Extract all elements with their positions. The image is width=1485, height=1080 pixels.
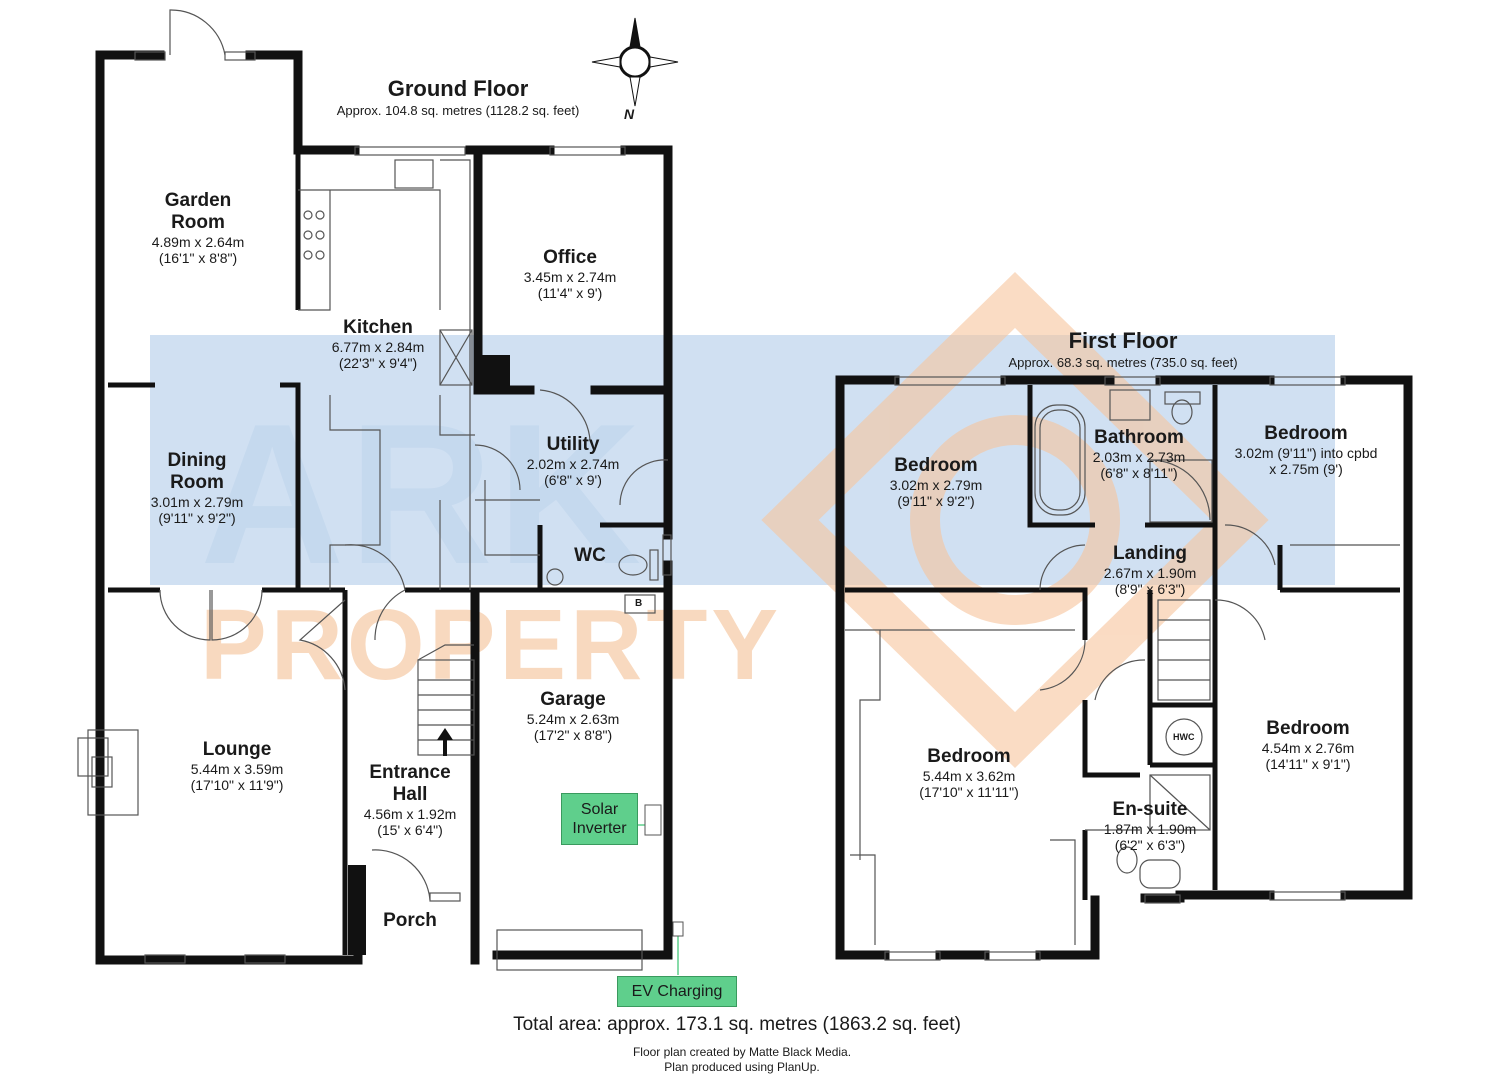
room-name: En-suite bbox=[1112, 799, 1188, 820]
room-imperial: (22'3" x 9'4") bbox=[338, 354, 418, 371]
room-imperial: (9'11" x 9'2") bbox=[897, 492, 975, 509]
ev-charging-tag: EV Charging bbox=[617, 976, 737, 1007]
room-metric: 5.44m x 3.62m bbox=[922, 767, 1016, 784]
room-imperial: (6'2" x 6'3") bbox=[1114, 836, 1186, 853]
watermark-text-ark: ARK bbox=[200, 383, 646, 606]
room-name: Room bbox=[171, 211, 225, 233]
boiler-label: B bbox=[635, 598, 643, 609]
service-boxes bbox=[644, 804, 684, 937]
room-porch: Porch bbox=[383, 910, 437, 932]
room-bathroom: Bathroom 2.03m x 2.73m (6'8" x 8'11") bbox=[1093, 427, 1186, 481]
credit-line1: Floor plan created by Matte Black Media. bbox=[632, 1045, 852, 1059]
room-metric: 6.77m x 2.84m bbox=[331, 338, 425, 355]
room-imperial: (6'8" x 9') bbox=[544, 471, 602, 488]
room-name: Entrance bbox=[369, 762, 451, 783]
room-metric: 4.54m x 2.76m bbox=[1261, 739, 1355, 756]
room-imperial: x 2.75m (9') bbox=[1269, 460, 1343, 477]
room-name: Bathroom bbox=[1094, 427, 1184, 448]
first-floor-walls bbox=[835, 375, 1413, 960]
room-lounge: Lounge 5.44m x 3.59m (17'10" x 11'9") bbox=[191, 739, 284, 793]
room-metric: 3.45m x 2.74m bbox=[523, 268, 617, 285]
room-metric: 5.24m x 2.63m bbox=[526, 710, 620, 727]
total-area: Total area: approx. 173.1 sq. metres (18… bbox=[513, 1014, 961, 1035]
room-name: Porch bbox=[383, 910, 437, 931]
ground-floor-fittings bbox=[77, 9, 672, 971]
room-imperial: (15' x 6'4") bbox=[377, 821, 443, 838]
room-metric: 3.02m (9'11") into cpbd bbox=[1234, 444, 1378, 461]
watermark-text-property: PROPERTY bbox=[200, 589, 783, 701]
room-utility: Utility 2.02m x 2.74m (6'8" x 9') bbox=[527, 434, 620, 488]
room-metric: 4.89m x 2.64m bbox=[151, 233, 245, 250]
room-name: Landing bbox=[1113, 543, 1187, 564]
room-imperial: (11'4" x 9') bbox=[537, 284, 603, 301]
porch-wall-block bbox=[348, 865, 366, 955]
room-kitchen: Kitchen 6.77m x 2.84m (22'3" x 9'4") bbox=[332, 317, 425, 371]
room-bedroom-master: Bedroom 5.44m x 3.62m (17'10" x 11'11") bbox=[919, 746, 1019, 800]
room-name: Utility bbox=[546, 434, 600, 455]
first-floor-title: First Floor bbox=[1068, 328, 1178, 353]
watermark-diamond-logo bbox=[761, 272, 1269, 768]
room-metric: 4.56m x 1.92m bbox=[363, 805, 457, 822]
first-floor-inner-walls bbox=[845, 385, 1400, 900]
room-bedroom-front-left: Bedroom 3.02m x 2.79m (9'11" x 9'2") bbox=[890, 455, 983, 509]
room-name: Bedroom bbox=[1266, 718, 1350, 739]
chimney-breast bbox=[480, 355, 510, 390]
room-name: Hall bbox=[392, 783, 428, 805]
solar-inverter-line1: Solar bbox=[580, 800, 619, 818]
room-name: Garden bbox=[164, 190, 232, 211]
ground-floor-inner-walls bbox=[108, 150, 668, 955]
compass-north-label: N bbox=[624, 106, 635, 122]
stairs-up-arrow bbox=[437, 728, 453, 756]
room-name: Dining bbox=[167, 450, 227, 471]
room-metric: 2.03m x 2.73m bbox=[1092, 448, 1186, 465]
room-landing: Landing 2.67m x 1.90m (8'9" x 6'3") bbox=[1104, 543, 1197, 597]
ground-floor-title: Ground Floor bbox=[387, 76, 529, 101]
room-imperial: (17'10" x 11'9") bbox=[190, 776, 284, 793]
room-imperial: (9'11" x 9'2") bbox=[158, 509, 236, 526]
room-name: WC bbox=[574, 545, 606, 566]
room-imperial: (16'1" x 8'8") bbox=[158, 249, 238, 266]
room-name: Office bbox=[543, 247, 597, 268]
room-imperial: (6'8" x 8'11") bbox=[1100, 464, 1178, 481]
ground-floor-area: Approx. 104.8 sq. metres (1128.2 sq. fee… bbox=[336, 103, 580, 118]
room-ensuite: En-suite 1.87m x 1.90m (6'2" x 6'3") bbox=[1104, 799, 1197, 853]
room-imperial: (17'10" x 11'11") bbox=[919, 783, 1019, 800]
room-metric: 3.02m x 2.79m bbox=[889, 476, 983, 493]
room-name: Bedroom bbox=[927, 746, 1011, 767]
room-name: Room bbox=[170, 471, 224, 493]
room-wc: WC bbox=[574, 545, 606, 567]
room-imperial: (14'11" x 9'1") bbox=[1265, 755, 1351, 772]
credit-line2: Plan produced using PlanUp. bbox=[664, 1060, 820, 1074]
room-metric: 5.44m x 3.59m bbox=[190, 760, 284, 777]
room-imperial: (8'9" x 6'3") bbox=[1114, 580, 1186, 597]
room-garden-room: Garden Room 4.89m x 2.64m (16'1" x 8'8") bbox=[152, 190, 245, 266]
first-floor-area: Approx. 68.3 sq. metres (735.0 sq. feet) bbox=[1008, 355, 1238, 370]
ground-floor-walls bbox=[95, 50, 673, 965]
solar-inverter-line2: Inverter bbox=[572, 820, 627, 837]
room-metric: 1.87m x 1.90m bbox=[1103, 820, 1197, 837]
room-bedroom-rear-right: Bedroom 4.54m x 2.76m (14'11" x 9'1") bbox=[1262, 718, 1355, 772]
room-bedroom-front-right: Bedroom 3.02m (9'11") into cpbd x 2.75m … bbox=[1235, 423, 1378, 477]
room-metric: 3.01m x 2.79m bbox=[150, 493, 244, 510]
first-floor-fittings bbox=[845, 376, 1400, 961]
room-metric: 2.67m x 1.90m bbox=[1103, 564, 1197, 581]
room-name: Bedroom bbox=[1264, 423, 1348, 444]
room-entrance-hall: Entrance Hall 4.56m x 1.92m (15' x 6'4") bbox=[364, 762, 457, 838]
compass-rose bbox=[591, 17, 679, 107]
room-name: Lounge bbox=[202, 739, 272, 760]
hwc-label: HWC bbox=[1173, 732, 1195, 742]
room-metric: 2.02m x 2.74m bbox=[526, 455, 620, 472]
room-office: Office 3.45m x 2.74m (11'4" x 9') bbox=[524, 247, 617, 301]
room-dining-room: Dining Room 3.01m x 2.79m (9'11" x 9'2") bbox=[151, 450, 244, 526]
room-name: Bedroom bbox=[894, 455, 978, 476]
credits: Floor plan created by Matte Black Media.… bbox=[633, 1045, 851, 1075]
room-garage: Garage 5.24m x 2.63m (17'2" x 8'8") bbox=[527, 689, 620, 743]
room-name: Garage bbox=[540, 689, 606, 710]
room-name: Kitchen bbox=[343, 317, 413, 338]
room-imperial: (17'2" x 8'8") bbox=[533, 726, 613, 743]
solar-inverter-tag: Solar Inverter bbox=[561, 793, 638, 845]
